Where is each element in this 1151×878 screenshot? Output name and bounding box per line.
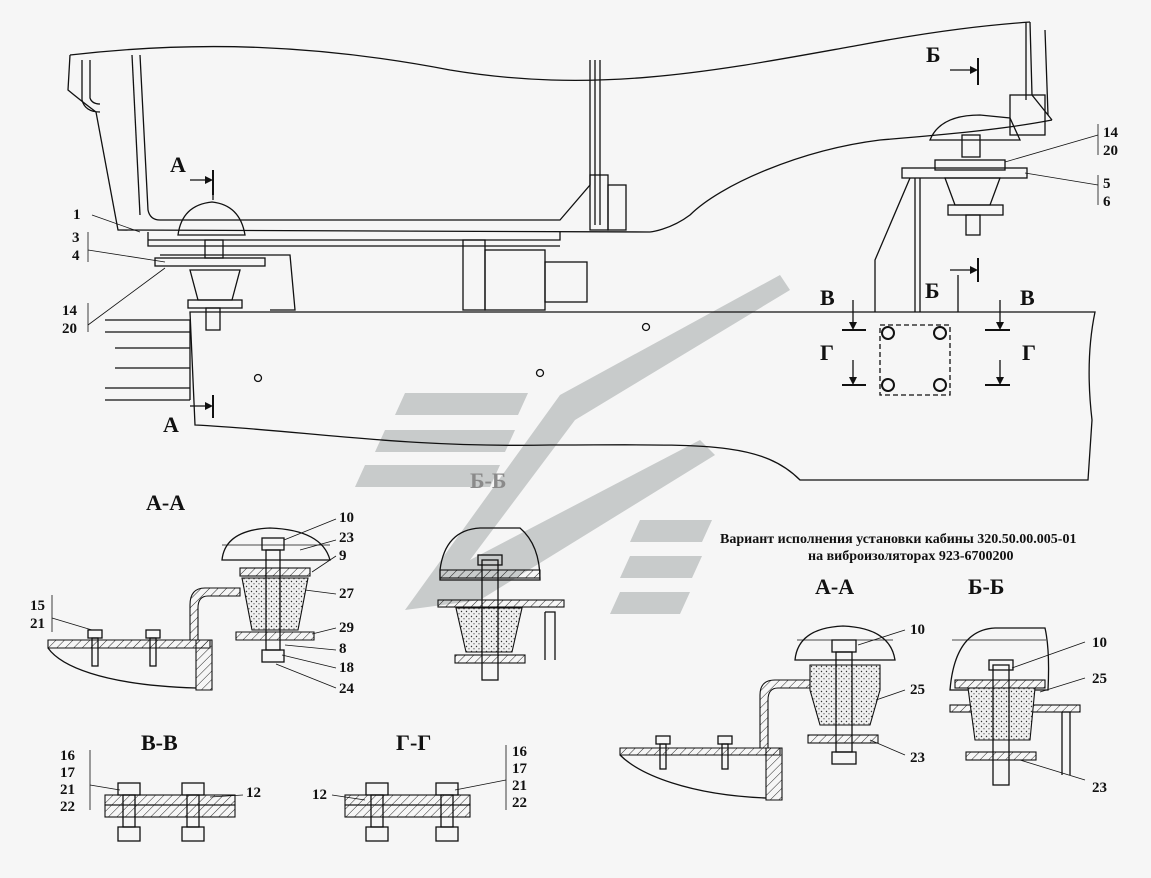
vv-label-17: 17	[60, 765, 76, 781]
section-title-aa-variant: А-А	[815, 574, 854, 599]
section-gg-detail	[331, 745, 507, 842]
section-title-vv: В-В	[141, 730, 178, 755]
cut-label-g-left: Г	[820, 340, 834, 365]
main-position-labels: 1 3 4 14 20 14 20 5 6	[62, 125, 1119, 337]
cut-label-a-top: А	[170, 152, 186, 177]
section-vv-labels: 16 17 21 22 12	[60, 748, 261, 815]
cut-mark-labels: А А Б Б В В Г Г	[163, 42, 1036, 437]
cab-outline	[67, 21, 1053, 247]
label-6: 6	[1103, 194, 1111, 210]
cut-label-a-bottom: А	[163, 412, 179, 437]
aa-label-23: 23	[339, 530, 354, 546]
variant-aa-label-10: 10	[910, 622, 925, 638]
aa-label-24: 24	[339, 681, 355, 697]
label-5: 5	[1103, 176, 1111, 192]
label-14-left: 14	[62, 303, 78, 319]
right-mount	[874, 94, 1046, 312]
section-aa-leaders	[51, 518, 337, 689]
aa-label-15: 15	[30, 598, 45, 614]
vv-label-12: 12	[246, 785, 261, 801]
section-cut-lines	[190, 58, 1010, 418]
vv-label-21: 21	[60, 782, 75, 798]
section-aa-labels: 15 21 10 23 9 27 29 8 18 24	[30, 510, 355, 697]
section-title-bb: Б-Б	[470, 468, 506, 493]
label-14-right: 14	[1103, 125, 1119, 141]
gg-label-21: 21	[512, 778, 527, 794]
variant-aa-detail	[619, 625, 906, 801]
variant-title-line2: на виброизоляторах 923-6700200	[808, 549, 1013, 564]
label-1: 1	[73, 207, 81, 223]
middle-component	[462, 239, 588, 311]
aa-label-8: 8	[339, 641, 347, 657]
gg-label-22: 22	[512, 795, 527, 811]
section-aa-detail	[47, 527, 331, 691]
gg-label-12: 12	[312, 787, 327, 803]
aa-label-9: 9	[339, 548, 347, 564]
label-20-left: 20	[62, 321, 77, 337]
section-title-gg: Г-Г	[396, 730, 431, 755]
main-leaders	[87, 124, 1099, 332]
variant-aa-label-25: 25	[910, 682, 925, 698]
section-title-aa: А-А	[146, 490, 185, 515]
frame-rail	[105, 311, 1096, 481]
left-mount	[154, 180, 296, 331]
section-title-bb-variant: Б-Б	[968, 574, 1004, 599]
gg-label-16: 16	[512, 744, 528, 760]
aa-label-21: 21	[30, 616, 45, 632]
vv-label-22: 22	[60, 799, 75, 815]
variant-bb-label-25: 25	[1092, 671, 1107, 687]
cut-label-g-right: Г	[1022, 340, 1036, 365]
label-3: 3	[72, 230, 80, 246]
aa-label-10: 10	[339, 510, 354, 526]
aa-label-27: 27	[339, 586, 355, 602]
variant-bb-label-10: 10	[1092, 635, 1107, 651]
section-gg-labels: 12 16 17 21 22	[312, 744, 528, 811]
gg-label-17: 17	[512, 761, 528, 777]
variant-bb-label-23: 23	[1092, 780, 1107, 796]
variant-title-line1: Вариант исполнения установки кабины 320.…	[720, 532, 1076, 547]
variant-aa-label-23: 23	[910, 750, 925, 766]
cut-label-v-left: В	[820, 285, 835, 310]
cut-label-b-bottom: Б	[925, 278, 940, 303]
cut-label-v-right: В	[1020, 285, 1035, 310]
variant-bb-detail	[949, 627, 1086, 786]
label-20-right: 20	[1103, 143, 1118, 159]
variant-labels: Вариант исполнения установки кабины 320.…	[720, 532, 1107, 796]
cut-label-b-top: Б	[926, 42, 941, 67]
section-bb-detail	[437, 527, 565, 681]
aa-label-29: 29	[339, 620, 354, 636]
section-titles: А-А Б-Б В-В Г-Г А-А Б-Б	[141, 468, 1004, 755]
aa-label-18: 18	[339, 660, 354, 676]
vv-label-16: 16	[60, 748, 76, 764]
section-vv-detail	[89, 750, 244, 842]
frame-bolts	[879, 324, 951, 396]
label-4: 4	[72, 248, 80, 264]
